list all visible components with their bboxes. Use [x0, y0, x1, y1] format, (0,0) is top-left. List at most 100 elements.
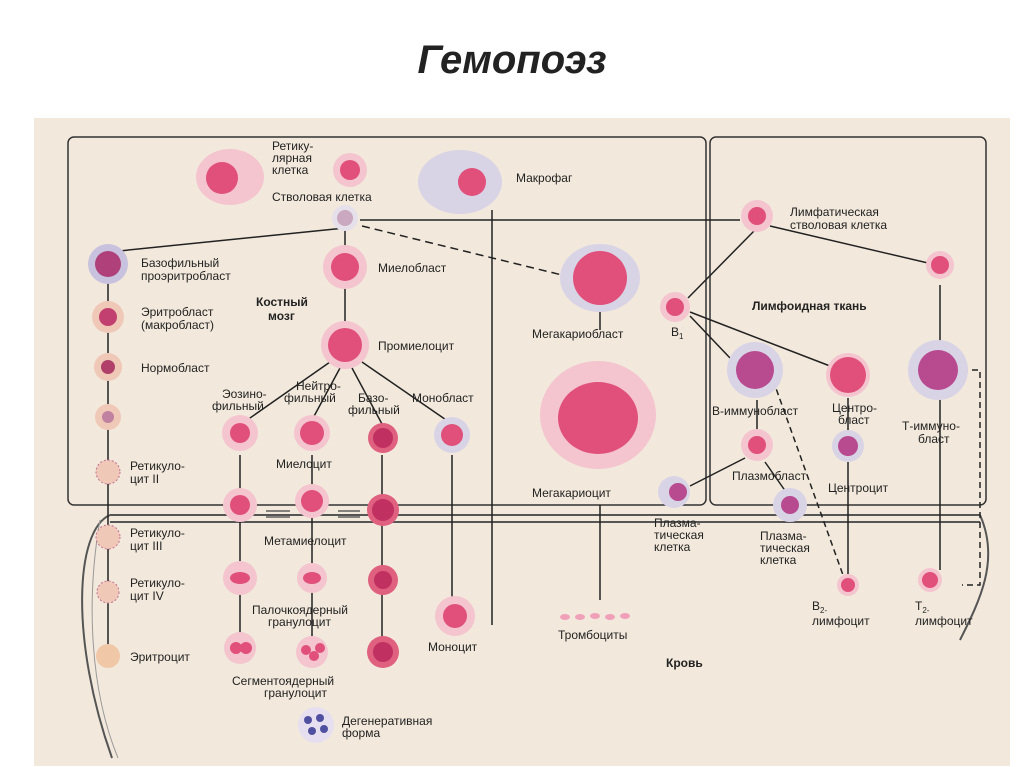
label-bone-marrow-1: Костный	[256, 295, 308, 309]
label-lymph-stem-2: стволовая клетка	[790, 218, 887, 232]
promyelocyte-cell	[321, 321, 369, 369]
label-band-granulocyte-1: Палочкоядерный	[252, 603, 348, 617]
label-centroblast-2: бласт	[838, 413, 870, 427]
normoblast-cell	[94, 353, 122, 381]
erythro-intermediate-cell	[95, 404, 121, 430]
label-plasma-cell-2-3: клетка	[760, 553, 797, 567]
reticulocyte-2-cell	[95, 459, 121, 485]
centrocyte-cell	[832, 430, 864, 462]
label-plasma-cell-1-3: клетка	[654, 540, 691, 554]
label-bas-proerythroblast-1: Базофильный	[141, 256, 219, 270]
svg-text:Эозино-фильный: Эозино-фильный	[212, 387, 267, 413]
cells	[88, 149, 968, 743]
label-stem-cell: Стволовая клетка	[272, 190, 372, 204]
blood-vessel-outline	[81, 514, 990, 759]
svg-text:B2-лимфоцит: B2-лимфоцит	[812, 599, 870, 628]
label-eosinophilic-2: фильный	[212, 399, 264, 413]
label-basophilic-2: фильный	[348, 403, 400, 417]
eosinophilic-band-cell	[223, 561, 257, 595]
label-myeloblast: Миелобласт	[378, 261, 447, 275]
label-erythroblast-1: Эритробласт	[141, 305, 214, 319]
label-blood: Кровь	[666, 656, 703, 670]
reticulocyte-4-cell	[96, 580, 120, 604]
label-lymph-stem-1: Лимфатическая	[790, 205, 879, 219]
label-neutrophilic-1: Нейтро-	[296, 379, 341, 393]
monocyte-cell	[435, 596, 475, 636]
label-normoblast: Нормобласт	[141, 361, 210, 375]
label-t2-sub: 2-	[922, 606, 929, 615]
platelets-cells	[560, 613, 630, 620]
label-reticular-cell-3: клетка	[272, 163, 309, 177]
label-reticulocyte-4-1: Ретикуло-	[130, 576, 185, 590]
label-monocyte: Моноцит	[428, 640, 478, 654]
label-segmented-2: гранулоцит	[264, 686, 327, 700]
b-immunoblast-cell	[727, 342, 783, 398]
label-metamyelocyte: Метамиелоцит	[264, 534, 347, 548]
label-t2-lymphocyte: лимфоцит	[915, 614, 973, 628]
label-bas-proerythroblast-2: проэритробласт	[141, 269, 231, 283]
label-eosinophilic-1: Эозино-	[222, 387, 267, 401]
svg-text:Базо-фильный: Базо-фильный	[348, 391, 400, 417]
basophilic-proerythroblast-cell	[88, 244, 128, 284]
erythrocyte-cell	[96, 644, 120, 668]
label-segmented-1: Сегментоядерный	[232, 674, 334, 688]
svg-text:B1: B1	[671, 325, 684, 341]
megakaryoblast-cell	[560, 244, 640, 312]
monoblast-cell	[434, 417, 470, 453]
label-t-immunoblast-2: бласт	[918, 432, 950, 446]
slide-title: Гемопоэз	[417, 38, 607, 82]
blood-vessel-inner	[91, 519, 119, 759]
neutrophilic-segmented-cell	[296, 636, 328, 668]
label-megakaryocyte: Мегакариоцит	[532, 486, 611, 500]
basophilic-segmented-cell	[367, 636, 399, 668]
label-megakaryoblast: Мегакариобласт	[532, 327, 624, 341]
svg-text:Центро-бласт: Центро-бласт	[832, 401, 877, 427]
label-lymphoid-tissue: Лимфоидная ткань	[752, 299, 867, 313]
reticulocyte-3-cell	[95, 524, 121, 550]
reticular-cell	[196, 149, 264, 205]
label-plasma-cell-1-2: тическая	[654, 528, 704, 542]
label-reticulocyte-2-2: цит II	[130, 472, 159, 486]
eosinophilic-segmented-cell	[224, 632, 256, 664]
plasma-cell-1	[658, 476, 690, 508]
label-neutrophilic-2: фильный	[284, 391, 336, 405]
svg-text:Нейтро-фильный: Нейтро-фильный	[284, 379, 341, 405]
t-immunoblast-cell	[908, 340, 968, 400]
svg-text:T2-лимфоцит: T2-лимфоцит	[915, 599, 973, 628]
lymph-stem-cell	[741, 200, 773, 232]
label-b2-lymphocyte: лимфоцит	[812, 614, 870, 628]
svg-text:Ретикуло-цит IV: Ретикуло-цит IV	[130, 576, 185, 603]
centroblast-cell	[826, 353, 870, 397]
neutrophilic-metamyelocyte-cell	[295, 484, 329, 518]
label-b2-sub: 2-	[820, 606, 827, 615]
reticular-cell-small	[333, 153, 367, 187]
label-monoblast: Монобласт	[412, 391, 474, 405]
b1-cell	[660, 292, 690, 322]
plasma-cell-2	[773, 488, 807, 522]
label-degenerative-1: Дегенеративная	[342, 714, 432, 728]
label-t-immunoblast-1: Т-иммуно-	[902, 419, 960, 433]
label-b2-letter: B	[812, 599, 820, 613]
label-plasma-cell-2-2: тическая	[760, 541, 810, 555]
label-reticular-cell-2: лярная	[272, 151, 312, 165]
label-reticulocyte-3-2: цит III	[130, 539, 162, 553]
degenerative-form-cell	[298, 707, 334, 743]
svg-text:Ретикуло-цит III: Ретикуло-цит III	[130, 526, 185, 553]
label-bone-marrow-2: мозг	[268, 309, 295, 323]
label-centrocyte: Центроцит	[828, 481, 889, 495]
macrophage	[418, 150, 502, 214]
dashed-lines	[772, 369, 981, 586]
neutrophilic-myelocyte-cell	[294, 415, 330, 451]
label-reticulocyte-3-1: Ретикуло-	[130, 526, 185, 540]
svg-text:Эритробласт(макробласт): Эритробласт(макробласт)	[141, 305, 214, 332]
stem-cell	[332, 205, 358, 231]
label-b1: B	[671, 325, 679, 339]
label-centroblast-1: Центро-	[832, 401, 877, 415]
